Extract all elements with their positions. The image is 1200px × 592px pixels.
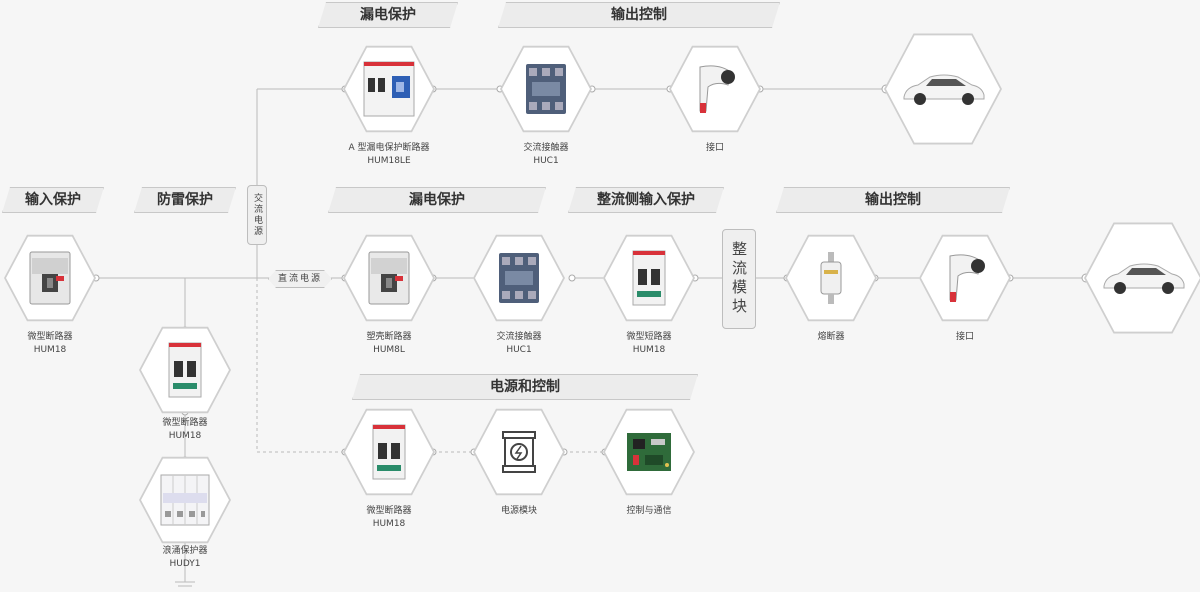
contactor-icon	[526, 64, 566, 114]
power-module-caption: 电源模块	[500, 506, 537, 516]
power-module-icon	[502, 431, 536, 473]
dc-mccb-node	[343, 234, 435, 322]
title-dc-output-control: 输出控制	[776, 187, 1010, 213]
control-comm-caption: 控制与通信	[626, 506, 672, 516]
title-ac-output-control: 输出控制	[498, 2, 780, 28]
rectifier-module: 整流模块	[722, 229, 756, 329]
ac-rcd-breaker-node	[343, 45, 435, 133]
input-breaker-node	[4, 234, 96, 322]
fuse-caption: 熔断器	[817, 332, 845, 342]
mcb-icon	[372, 424, 406, 480]
ac-contactor-node	[500, 45, 592, 133]
title-lightning-protection: 防雷保护	[134, 187, 236, 213]
electric-car-icon	[903, 74, 985, 105]
fuse-icon	[820, 252, 842, 304]
mcb-icon	[168, 342, 202, 398]
title-input-protection: 输入保护	[2, 187, 104, 213]
control-comm-node	[603, 408, 695, 496]
rcd-breaker-icon	[363, 61, 415, 117]
ac-connector-caption: 接口	[705, 143, 724, 153]
electric-car-icon	[1103, 263, 1185, 294]
mccb-icon	[29, 251, 71, 305]
mccb-icon	[368, 251, 410, 305]
dc-connector-caption: 接口	[955, 332, 974, 342]
charging-plug-icon	[699, 65, 735, 113]
contactor-icon	[499, 253, 539, 303]
title-power-and-control: 电源和控制	[352, 374, 698, 400]
mcb-icon	[632, 250, 666, 306]
title-ac-leakage-protection: 漏电保护	[318, 2, 458, 28]
title-dc-leakage-protection: 漏电保护	[328, 187, 546, 213]
ev-car-top-node	[884, 33, 1002, 145]
ac-power-label: 交流电源	[247, 185, 267, 245]
control-breaker-node	[343, 408, 435, 496]
circuit-board-icon	[627, 433, 671, 471]
surge-protector-icon	[160, 474, 210, 526]
charging-plug-icon	[949, 254, 985, 302]
title-rectifier-input-protection: 整流侧输入保护	[568, 187, 724, 213]
dc-power-label: 直流电源	[268, 270, 332, 288]
